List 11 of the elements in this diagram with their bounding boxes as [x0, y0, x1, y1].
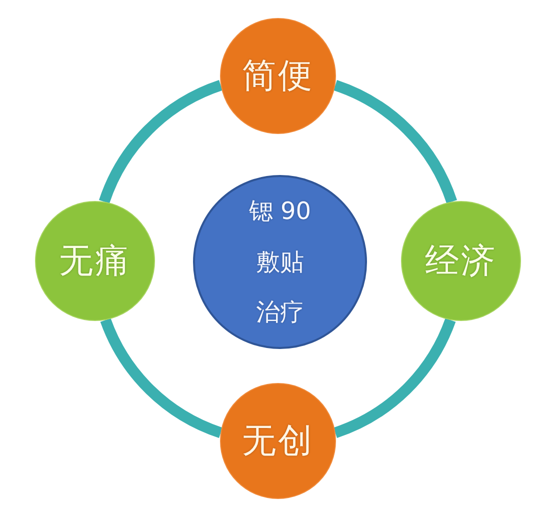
node-text: 简便: [242, 56, 314, 96]
node-text: 敷贴: [256, 248, 304, 276]
ring-arc: [100, 318, 223, 438]
ring-arc: [333, 318, 456, 438]
ring-arc: [99, 80, 223, 204]
node-text: 治疗: [256, 298, 304, 328]
node-text: 经济: [425, 240, 497, 282]
node-text: 无创: [242, 420, 314, 462]
node-text: 锶 90: [248, 196, 312, 226]
node-text: 无痛: [59, 240, 131, 282]
ring-arc: [333, 80, 457, 204]
